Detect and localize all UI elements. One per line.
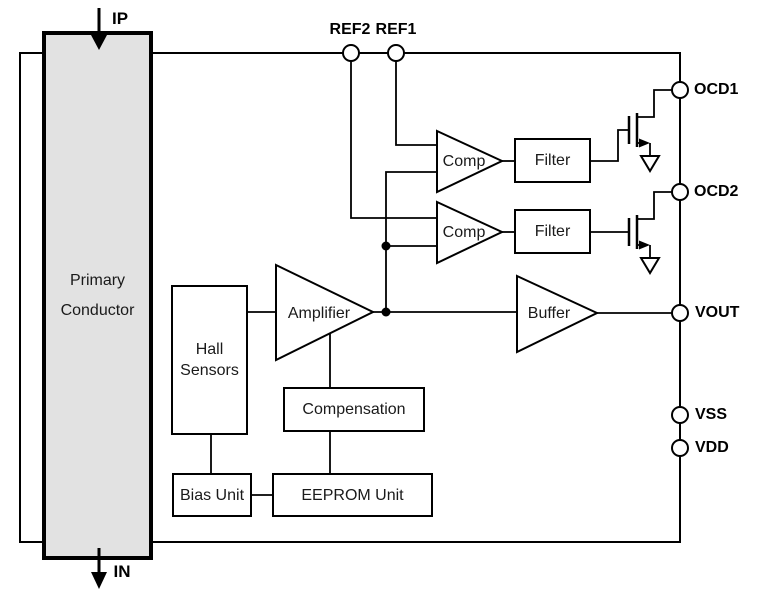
eeprom-unit-label: EEPROM Unit (301, 486, 404, 504)
ref2-pin-label: REF2 (329, 21, 371, 38)
amplifier-triangle (275, 263, 376, 362)
ip-pin-label: IP (111, 9, 129, 28)
vout-pin-label: VOUT (695, 304, 740, 321)
ocd2-pin-label: OCD2 (694, 183, 739, 200)
eeprom-unit-block: EEPROM Unit (272, 473, 433, 517)
wire-ref2-to-comp2 (350, 61, 437, 219)
triangle-blocks (275, 129, 600, 362)
filter1-label: Filter (534, 152, 571, 169)
primary-conductor-block: Primary Conductor (42, 31, 153, 560)
mosfet-ocd1 (627, 89, 672, 173)
pin-circle-ref1 (387, 44, 405, 62)
buffer-triangle (516, 274, 600, 354)
primary-conductor-label-line2: Conductor (60, 301, 135, 319)
junction-dot (381, 241, 391, 251)
comp1-triangle (436, 129, 505, 194)
mosfet1-drain (637, 89, 672, 118)
vss-pin-label: VSS (695, 406, 728, 423)
hall-sensors-label-line2: Sensors (180, 362, 239, 379)
mosfet2-drain (637, 191, 672, 220)
pin-circle-ocd2 (671, 183, 689, 201)
wire-signal-to-comp1 (385, 171, 437, 312)
wire-filter1-to-gate1 (591, 129, 629, 162)
vdd-pin-label: VDD (695, 439, 729, 456)
primary-conductor-label-line1: Primary (69, 271, 126, 289)
hall-sensors-block: Hall Sensors (171, 285, 248, 435)
ocd1-pin-label: OCD1 (694, 81, 739, 98)
wire-ref1-to-comp1 (395, 61, 437, 146)
wires (210, 61, 672, 496)
filter1-block: Filter (514, 138, 591, 183)
amplifier-label: Amplifier (287, 305, 351, 322)
comp2-triangle (436, 200, 505, 265)
hall-sensors-label-line1: Hall (195, 341, 224, 358)
pin-circles (342, 44, 689, 457)
in-pin-label: IN (113, 562, 131, 581)
pin-circle-vdd (671, 439, 689, 457)
pin-circle-vout (671, 304, 689, 322)
ground-icon (639, 257, 661, 275)
mosfet-ocd2 (627, 191, 672, 275)
junction-dot (381, 307, 391, 317)
ref1-pin-label: REF1 (375, 21, 417, 38)
bias-unit-block: Bias Unit (172, 473, 252, 517)
compensation-block: Compensation (283, 387, 425, 432)
ground-icon (639, 155, 661, 173)
mosfet1-source-arrow (639, 138, 650, 148)
filter2-block: Filter (514, 209, 591, 254)
bias-unit-label: Bias Unit (179, 486, 245, 504)
pin-circle-ocd1 (671, 81, 689, 99)
comp1-label: Comp (442, 153, 486, 170)
buffer-label: Buffer (527, 305, 571, 322)
pin-circle-ref2 (342, 44, 360, 62)
mosfet2-source-arrow (639, 240, 650, 250)
filter2-label: Filter (534, 223, 571, 240)
compensation-label: Compensation (302, 401, 406, 418)
pin-circle-vss (671, 406, 689, 424)
comp2-label: Comp (442, 224, 486, 241)
